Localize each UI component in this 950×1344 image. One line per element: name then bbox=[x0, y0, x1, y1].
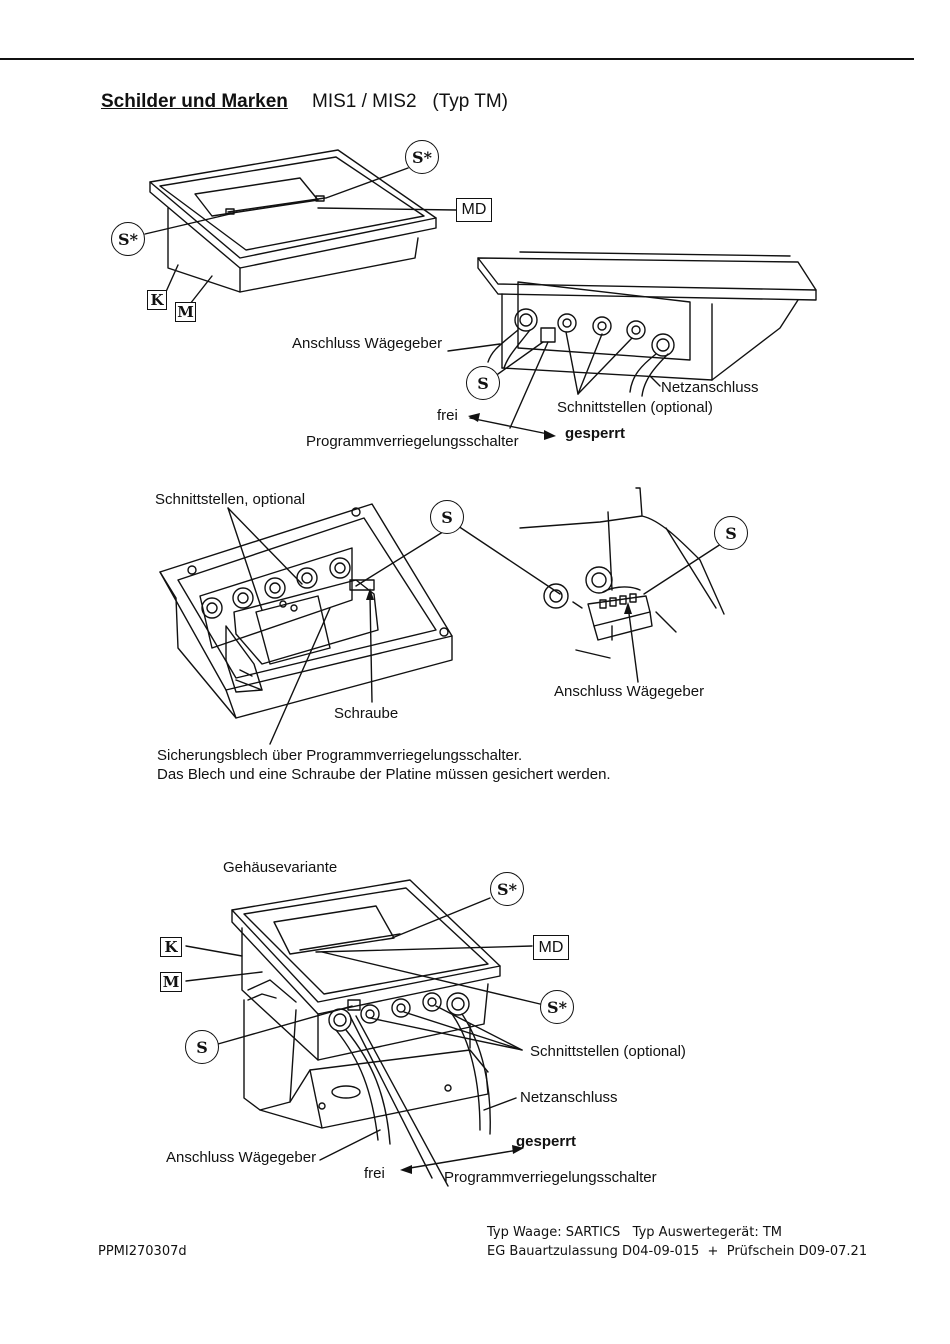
figure3-sstar-right: S* bbox=[540, 990, 574, 1024]
figure3-m-mark: M bbox=[160, 972, 182, 992]
figure1-leader-lines bbox=[145, 168, 660, 434]
page-title: Schilder und Marken bbox=[101, 91, 288, 112]
figure3-s-mark: S bbox=[185, 1030, 219, 1064]
figure2-label-schnittstellen: Schnittstellen, optional bbox=[155, 491, 306, 508]
footer-line1: Typ Waage: SARTICS Typ Auswertegerät: TM bbox=[487, 1225, 782, 1240]
figure1-display-unit-rear bbox=[478, 252, 816, 396]
figure3-cables bbox=[336, 1014, 490, 1144]
figure1-s-mark: S bbox=[466, 366, 500, 400]
figure3-k-mark: K bbox=[160, 937, 182, 957]
figure1-label-frei: frei bbox=[437, 407, 458, 424]
figure2-caption-line2: Das Blech und eine Schraube der Platine … bbox=[157, 766, 611, 783]
figure1-md-mark: MD bbox=[456, 198, 492, 222]
figure2-open-housing bbox=[160, 504, 452, 718]
figure3-md-mark: MD bbox=[533, 935, 569, 960]
figure3-label-schnittstellen: Schnittstellen (optional) bbox=[530, 1043, 686, 1060]
figure3-leader-lines bbox=[186, 898, 540, 1186]
figure3-stand bbox=[244, 980, 488, 1128]
figure1-label-gesperrt: gesperrt bbox=[565, 425, 626, 442]
figure2-label-anschluss: Anschluss Wägegeber bbox=[554, 683, 705, 700]
footer-line2: EG Bauartzulassung D04-09-015 + Prüfsche… bbox=[487, 1244, 868, 1259]
figure2-detail bbox=[520, 488, 724, 658]
figure1-label-netzanschluss: Netzanschluss bbox=[661, 379, 759, 396]
figure2-caption-line1: Sicherungsblech über Programmverriegelun… bbox=[157, 747, 523, 764]
figure2-leader-lines bbox=[228, 508, 724, 744]
figure1-label-anschluss: Anschluss Wägegeber bbox=[292, 335, 443, 352]
figure3-label-gehaeusevariante: Gehäusevariante bbox=[223, 859, 338, 876]
figure3-label-programmverriegelungsschalter: Programmverriegelungsschalter bbox=[444, 1169, 657, 1186]
figure2-label-schraube: Schraube bbox=[334, 705, 399, 722]
figure1-label-programmverriegelungsschalter: Programmverriegelungsschalter bbox=[306, 433, 519, 450]
figure1-display-unit-front bbox=[150, 150, 436, 292]
page-subtitle: MIS1 / MIS2 (Typ TM) bbox=[312, 91, 509, 112]
figure3-label-anschluss: Anschluss Wägegeber bbox=[166, 1149, 317, 1166]
figure3-label-frei: frei bbox=[364, 1165, 385, 1182]
figure1-sstar-left: S* bbox=[111, 222, 145, 256]
figure1-m-mark: M bbox=[175, 302, 196, 322]
figure1-label-schnittstellen: Schnittstellen (optional) bbox=[557, 399, 713, 416]
top-rule bbox=[0, 58, 914, 60]
figure2-s-mark-left: S bbox=[430, 500, 464, 534]
figure3-display-unit bbox=[232, 880, 500, 1060]
figure2-s-mark-right: S bbox=[714, 516, 748, 550]
figure3-label-netzanschluss: Netzanschluss bbox=[520, 1089, 618, 1106]
footer-doc-id: PPMI270307d bbox=[98, 1244, 187, 1259]
figure1-sstar-top: S* bbox=[405, 140, 439, 174]
figure3-sstar-top: S* bbox=[490, 872, 524, 906]
figure3-label-gesperrt: gesperrt bbox=[516, 1133, 577, 1150]
figure1-k-mark: K bbox=[147, 290, 167, 310]
